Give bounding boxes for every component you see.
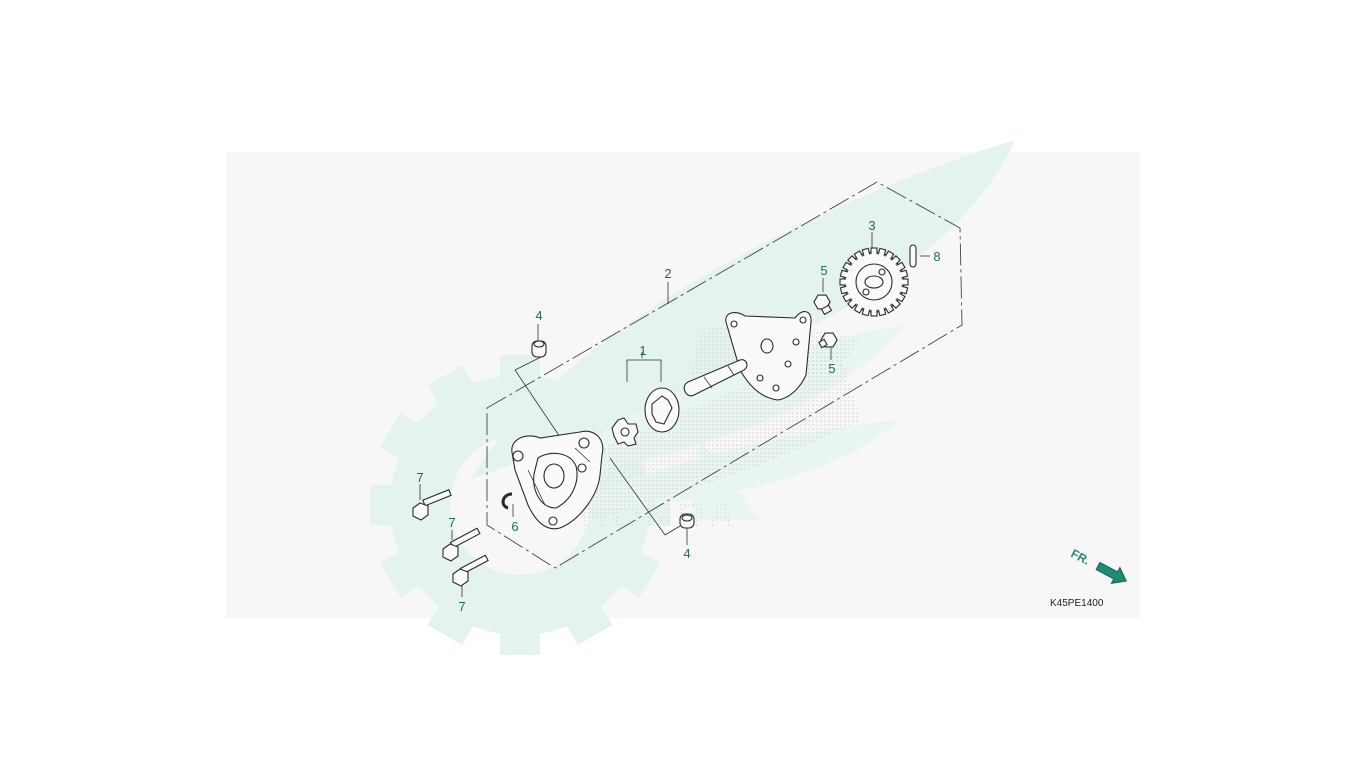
bolt-part-5-lower bbox=[818, 332, 838, 349]
callout-1: 1 bbox=[639, 343, 646, 358]
callout-3: 3 bbox=[868, 218, 875, 233]
flange-bolt-part-7-middle bbox=[442, 527, 481, 562]
dowel-pin-part-4-lower bbox=[679, 513, 695, 529]
front-arrow-icon bbox=[1095, 561, 1127, 584]
oil-pump-body bbox=[511, 430, 604, 530]
pin-part-8 bbox=[909, 244, 917, 268]
diagram-code: K45PE1400 bbox=[1050, 598, 1104, 609]
watermark-text: HONDA bbox=[580, 495, 739, 537]
assembly-outline bbox=[486, 181, 963, 569]
callout-5-lower: 5 bbox=[828, 361, 835, 376]
pump-cover-plate bbox=[725, 311, 812, 401]
flange-bolt-part-7-bottom bbox=[452, 554, 489, 587]
callout-4-upper: 4 bbox=[535, 308, 542, 323]
callout-4-lower: 4 bbox=[683, 546, 690, 561]
inner-rotor-part-1 bbox=[611, 417, 639, 447]
callout-2: 2 bbox=[664, 266, 671, 281]
dowel-pin-part-4-upper bbox=[531, 340, 547, 358]
callout-7-bottom: 7 bbox=[458, 599, 465, 614]
callout-8: 8 bbox=[933, 249, 940, 264]
callout-7-top: 7 bbox=[416, 470, 423, 485]
bolt-part-5-upper bbox=[813, 294, 833, 316]
clip-part-6 bbox=[501, 492, 513, 510]
leader-lines bbox=[419, 232, 930, 597]
callout-5-upper: 5 bbox=[820, 263, 827, 278]
gear-part-3 bbox=[839, 247, 909, 317]
callout-7-middle: 7 bbox=[448, 515, 455, 530]
outer-rotor-part-1 bbox=[644, 387, 680, 433]
callout-6: 6 bbox=[511, 519, 518, 534]
flange-bolt-part-7-top bbox=[412, 489, 452, 521]
pump-shaft bbox=[683, 359, 748, 397]
